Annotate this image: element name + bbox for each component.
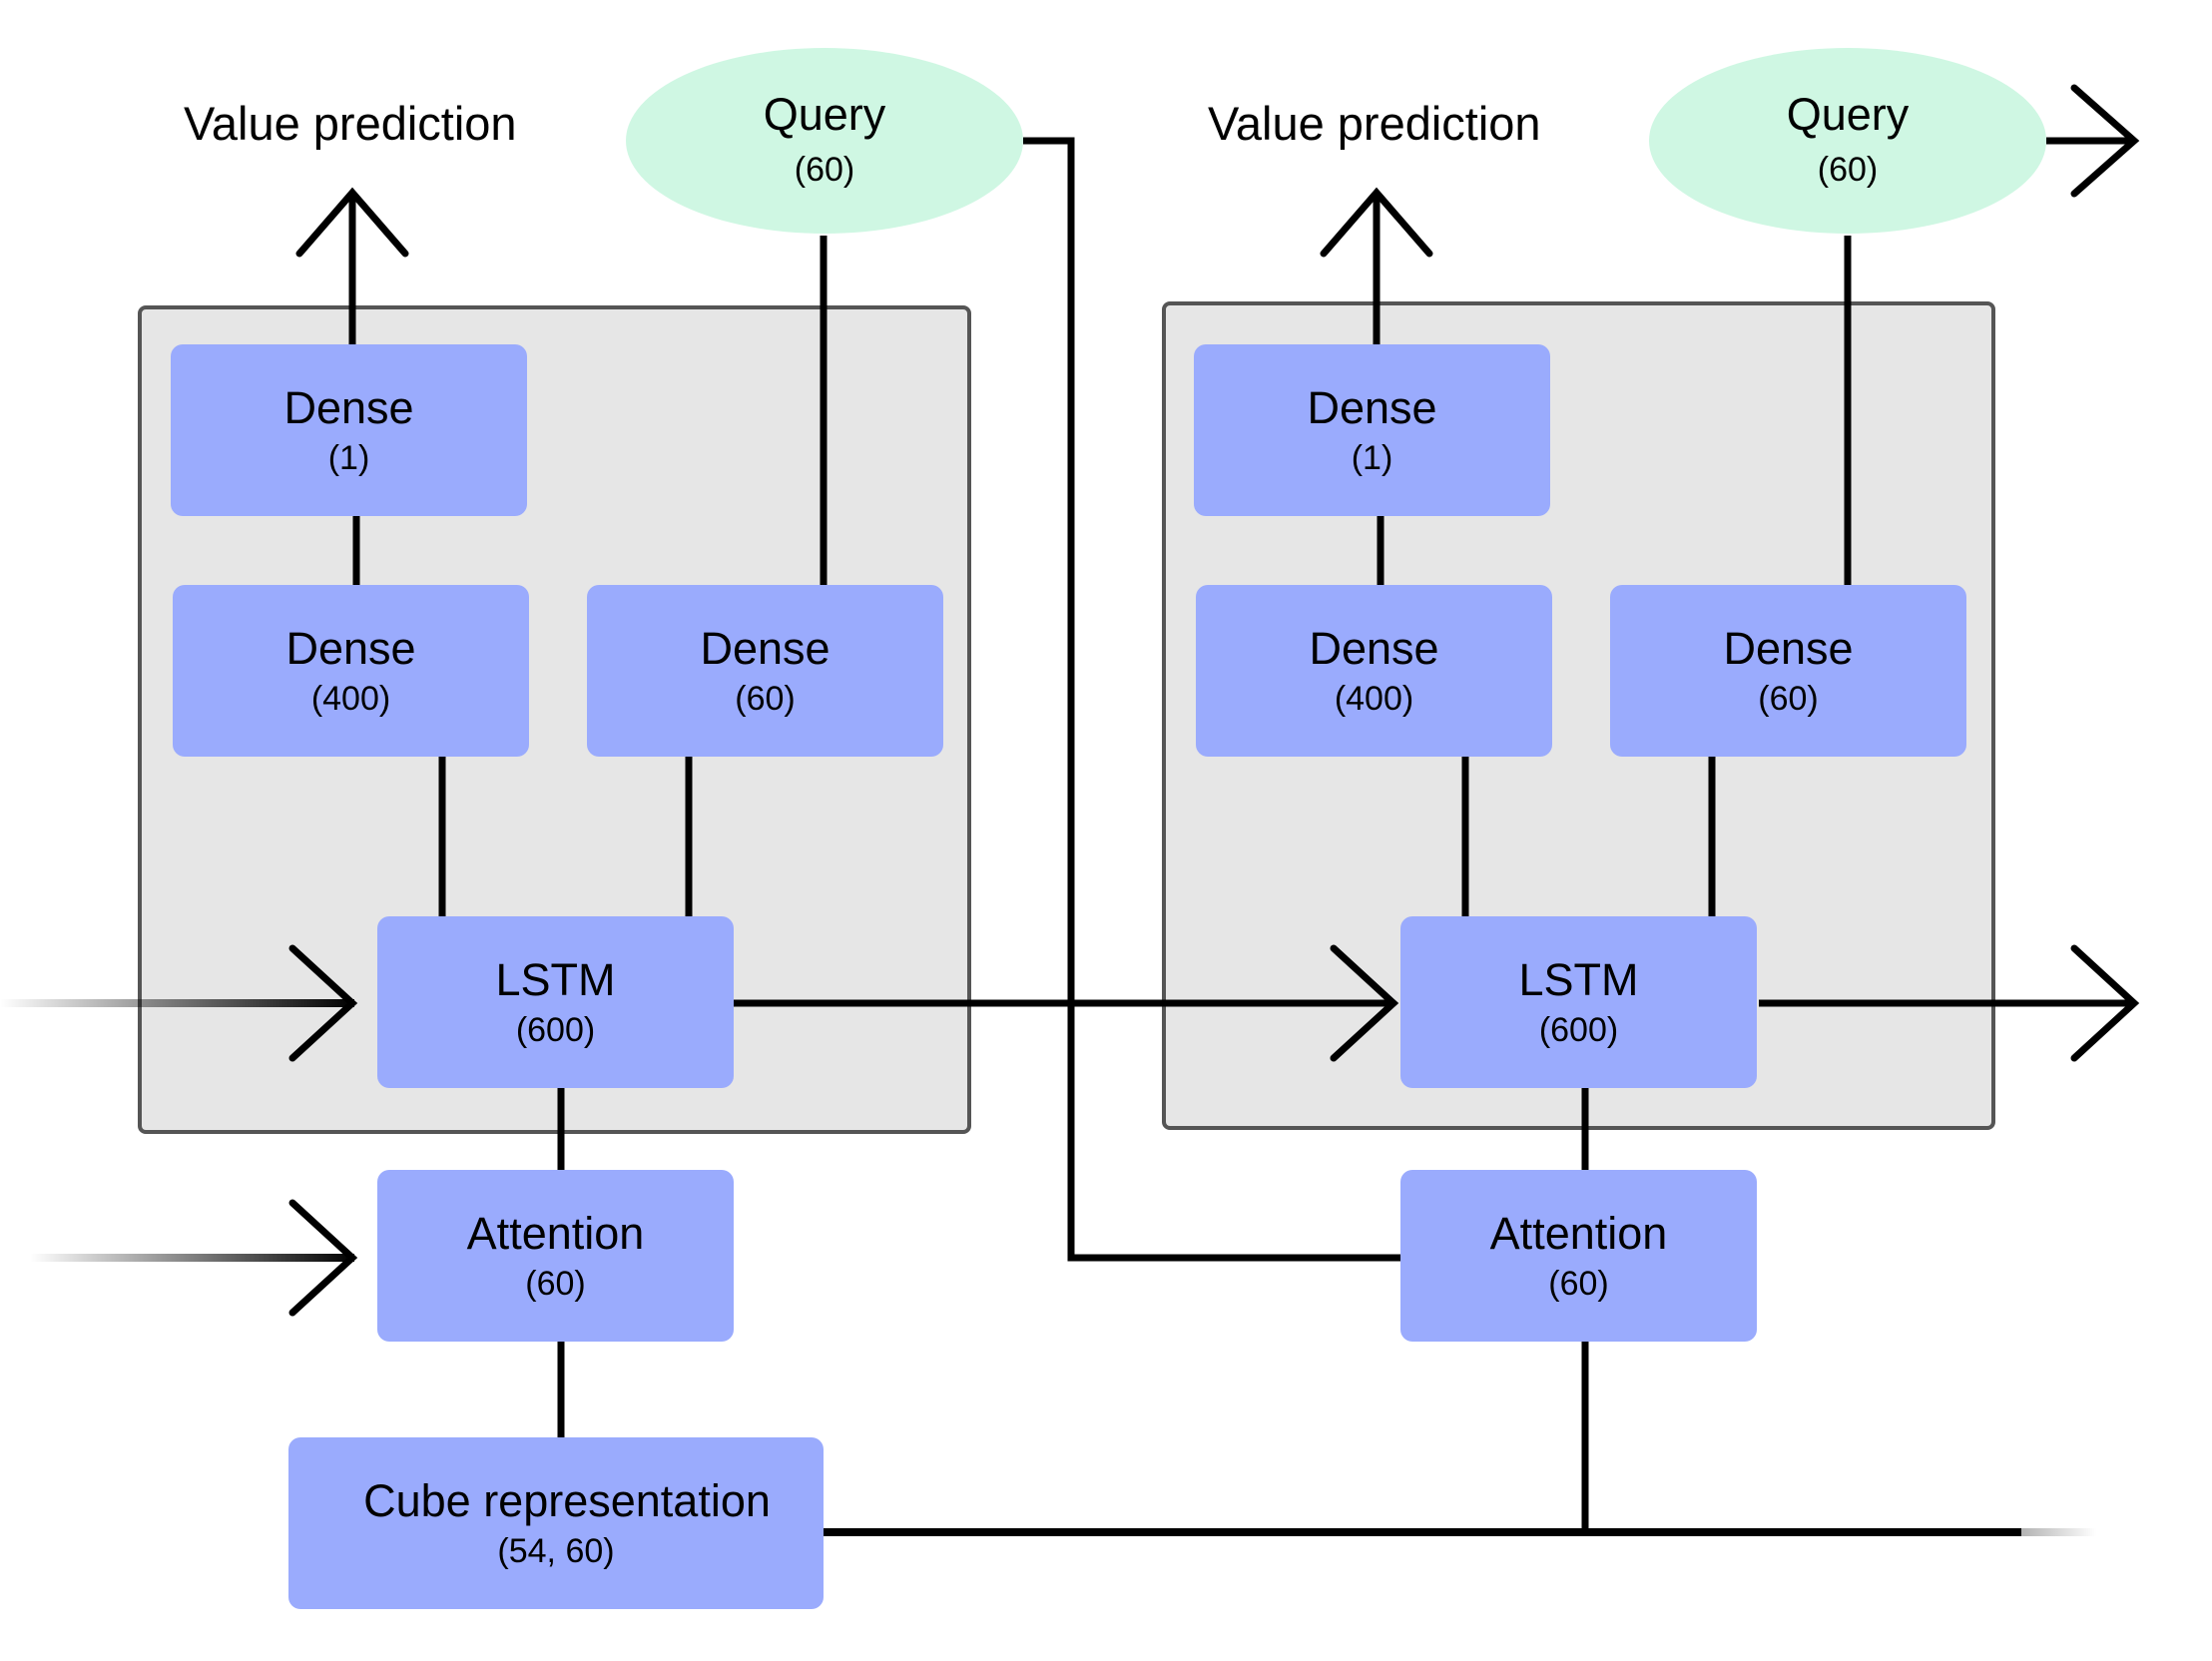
cube-representation-node: Cube representation (54, 60) [288,1437,824,1609]
dense-1-layer: Dense (1) [1194,344,1550,516]
layer-title: Dense [283,381,414,433]
cube-representation-title: Cube representation [363,1474,771,1526]
query-title: Query [763,89,886,141]
cube-representation-size: (54, 60) [497,1532,615,1571]
query-node-1: Query (60) [626,48,1023,234]
layer-size: (600) [515,1011,596,1050]
layer-title: Dense [1307,381,1437,433]
layer-size: (60) [1548,1265,1609,1304]
layer-title: Dense [285,622,416,674]
query-node-2: Query (60) [1649,48,2046,234]
layer-size: (60) [525,1265,586,1304]
layer-size: (400) [310,680,391,719]
layer-title: Dense [1723,622,1854,674]
layer-size: (600) [1538,1011,1619,1050]
layer-size: (60) [1758,680,1819,719]
query-size: (60) [1817,150,1879,189]
lstm-layer: LSTM (600) [1400,916,1757,1088]
attention-layer: Attention (60) [377,1170,734,1342]
layer-title: Dense [1309,622,1439,674]
dense-60-layer: Dense (60) [1610,585,1966,757]
dense-400-layer: Dense (400) [173,585,529,757]
dense-400-layer: Dense (400) [1196,585,1552,757]
dense-1-layer: Dense (1) [171,344,527,516]
dense-60-layer: Dense (60) [587,585,943,757]
layer-title: LSTM [1518,953,1639,1005]
layer-size: (1) [1351,439,1393,478]
query-to-attention-line [1023,137,1400,1262]
query-size: (60) [794,150,855,189]
layer-size: (60) [735,680,796,719]
value-prediction-label-2: Value prediction [1208,97,1541,150]
layer-title: Dense [700,622,830,674]
lstm-layer: LSTM (600) [377,916,734,1088]
layer-size: (400) [1334,680,1414,719]
attention-layer: Attention (60) [1400,1170,1757,1342]
layer-title: LSTM [495,953,616,1005]
query-title: Query [1786,89,1910,141]
layer-title: Attention [1489,1207,1668,1259]
layer-title: Attention [466,1207,645,1259]
layer-size: (1) [327,439,370,478]
value-prediction-label-1: Value prediction [184,97,517,150]
